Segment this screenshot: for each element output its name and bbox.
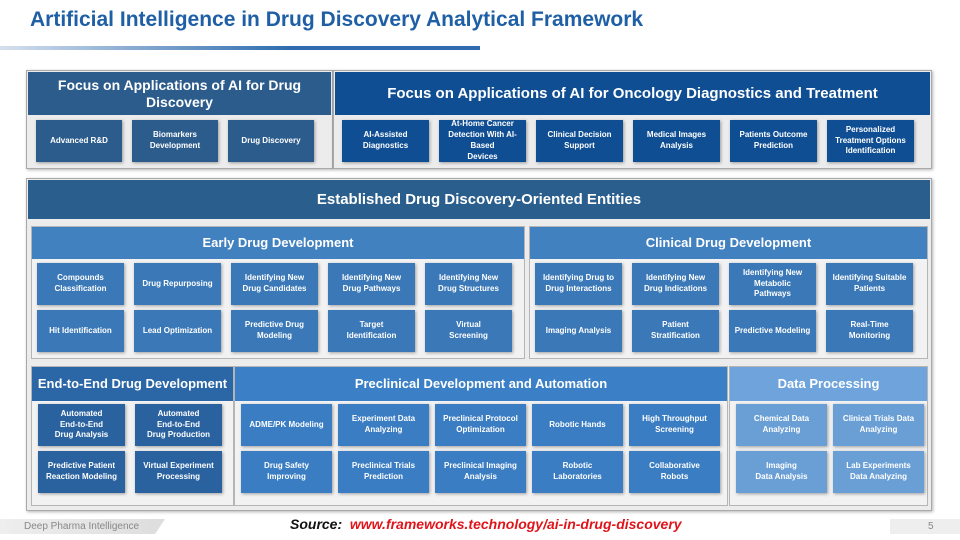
framework-item: High Throughput Screening	[629, 404, 720, 446]
framework-item: Experiment Data Analyzing	[338, 404, 429, 446]
framework-item: Preclinical Protocol Optimization	[435, 404, 526, 446]
framework-item: Virtual Experiment Processing	[135, 451, 222, 493]
data-processing-header: Data Processing	[730, 367, 927, 401]
framework-item: Hit Identification	[37, 310, 124, 352]
e2e-header: End-to-End Drug Development	[32, 367, 233, 401]
framework-item: Collaborative Robots	[629, 451, 720, 493]
drug-discovery-panel: Focus on Applications of AI for Drug Dis…	[26, 70, 333, 169]
clinical-header: Clinical Drug Development	[530, 227, 927, 259]
clinical-drug-development-section: Clinical Drug Development Identifying Dr…	[529, 226, 928, 359]
framework-item: Preclinical Trials Prediction	[338, 451, 429, 493]
framework-item: Predictive Modeling	[729, 310, 816, 352]
established-panel: Established Drug Discovery-Oriented Enti…	[26, 178, 932, 511]
framework-item: Lab Experiments Data Analyzing	[833, 451, 924, 493]
framework-item: AI-Assisted Diagnostics	[342, 120, 429, 162]
source-line: Source: www.frameworks.technology/ai-in-…	[290, 516, 682, 532]
oncology-header: Focus on Applications of AI for Oncology…	[335, 72, 930, 115]
framework-item: Identifying New Metabolic Pathways	[729, 263, 816, 305]
framework-item: ADME/PK Modeling	[241, 404, 332, 446]
framework-item: Advanced R&D	[36, 120, 122, 162]
oncology-panel: Focus on Applications of AI for Oncology…	[333, 70, 932, 169]
framework-item: Drug Repurposing	[134, 263, 221, 305]
framework-item: At-Home Cancer Detection With AI-Based D…	[439, 119, 526, 162]
framework-item: Identifying New Drug Candidates	[231, 263, 318, 305]
early-drug-development-section: Early Drug Development Compounds Classif…	[31, 226, 525, 359]
framework-item: Drug Discovery	[228, 120, 314, 162]
framework-item: Automated End-to-End Drug Analysis	[38, 404, 125, 446]
drug-discovery-header: Focus on Applications of AI for Drug Dis…	[28, 72, 331, 115]
source-label: Source:	[290, 516, 343, 532]
framework-item: Real-Time Monitoring	[826, 310, 913, 352]
framework-item: Preclinical Imaging Analysis	[435, 451, 526, 493]
framework-item: Lead Optimization	[134, 310, 221, 352]
end-to-end-section: End-to-End Drug Development Automated En…	[31, 366, 234, 506]
framework-item: Robotic Hands	[532, 404, 623, 446]
page-title: Artificial Intelligence in Drug Discover…	[30, 8, 644, 31]
source-link[interactable]: www.frameworks.technology/ai-in-drug-dis…	[349, 516, 682, 532]
early-header: Early Drug Development	[32, 227, 524, 259]
framework-item: Patient Stratification	[632, 310, 719, 352]
framework-item: Clinical Decision Support	[536, 120, 623, 162]
framework-item: Virtual Screening	[425, 310, 512, 352]
established-header: Established Drug Discovery-Oriented Enti…	[28, 180, 930, 219]
framework-item: Identifying Suitable Patients	[826, 263, 913, 305]
framework-item: Imaging Analysis	[535, 310, 622, 352]
framework-item: Personalized Treatment Options Identific…	[827, 120, 914, 162]
framework-item: Compounds Classification	[37, 263, 124, 305]
framework-item: Automated End-to-End Drug Production	[135, 404, 222, 446]
framework-item: Identifying Drug to Drug Interactions	[535, 263, 622, 305]
brand-footer: Deep Pharma Intelligence	[0, 519, 165, 534]
framework-item: Identifying New Drug Pathways	[328, 263, 415, 305]
framework-item: Identifying New Drug Indications	[632, 263, 719, 305]
framework-item: Medical Images Analysis	[633, 120, 720, 162]
preclinical-section: Preclinical Development and Automation A…	[234, 366, 728, 506]
framework-item: Imaging Data Analysis	[736, 451, 827, 493]
framework-item: Target Identification	[328, 310, 415, 352]
framework-item: Predictive Drug Modeling	[231, 310, 318, 352]
framework-item: Predictive Patient Reaction Modeling	[38, 451, 125, 493]
framework-item: Robotic Laboratories	[532, 451, 623, 493]
title-underline	[0, 46, 480, 50]
framework-item: Identifying New Drug Structures	[425, 263, 512, 305]
framework-item: Biomarkers Development	[132, 120, 218, 162]
page-number: 5	[890, 519, 960, 534]
framework-item: Clinical Trials Data Analyzing	[833, 404, 924, 446]
preclinical-header: Preclinical Development and Automation	[235, 367, 727, 401]
framework-item: Chemical Data Analyzing	[736, 404, 827, 446]
framework-item: Drug Safety Improving	[241, 451, 332, 493]
framework-item: Patients Outcome Prediction	[730, 120, 817, 162]
